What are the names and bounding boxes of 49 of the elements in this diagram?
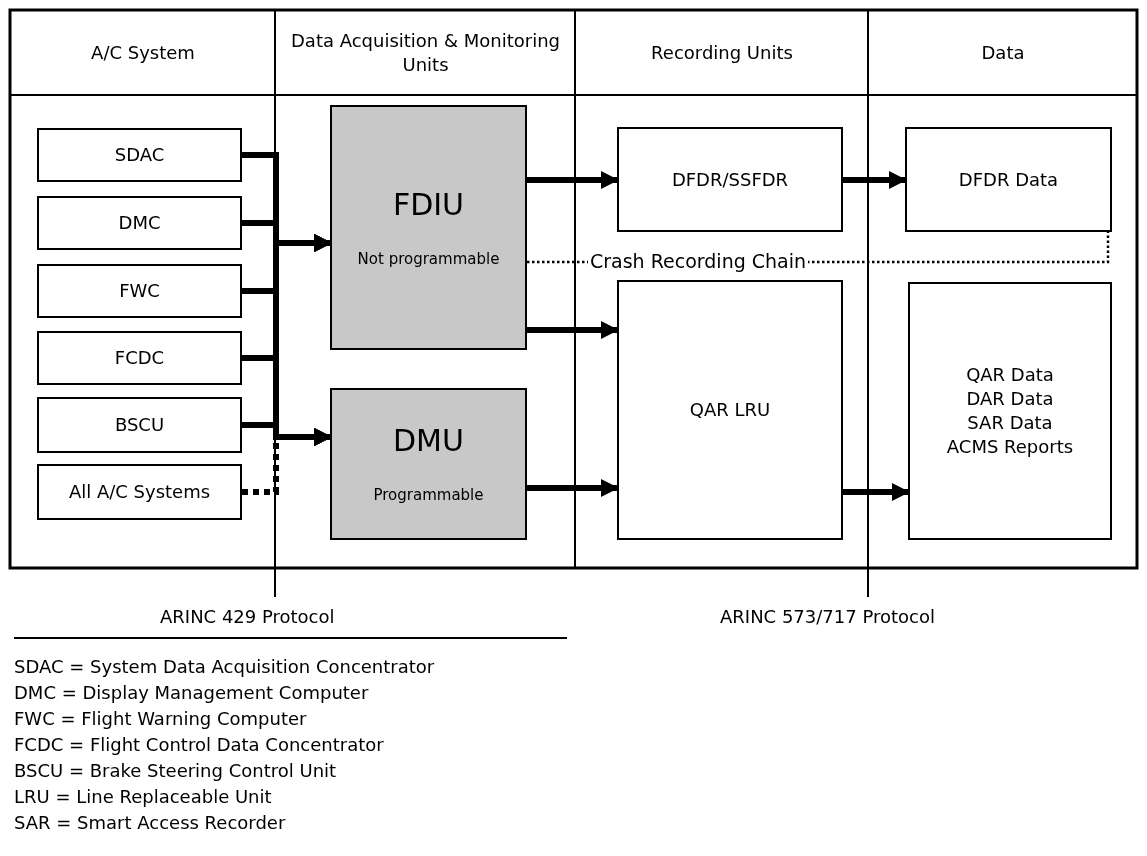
column-title: Data	[981, 41, 1025, 65]
process-box	[37, 264, 242, 318]
box-label: QAR LRU	[689, 398, 771, 422]
box-label: BSCU	[114, 413, 165, 437]
abbreviation-note: BSCU = Brake Steering Control Unit	[14, 760, 337, 782]
process-box	[908, 282, 1112, 540]
box-label: DAR Data	[966, 387, 1054, 411]
abbreviation-note: SAR = Smart Access Recorder	[14, 812, 286, 834]
arrow	[527, 479, 619, 497]
unit-name: FDIU	[392, 185, 465, 224]
unit-box	[330, 105, 527, 350]
arrow	[527, 321, 619, 339]
arrow	[843, 171, 907, 189]
arrow	[242, 428, 332, 495]
box-label: FWC	[119, 279, 160, 303]
box-label: ACMS Reports	[946, 435, 1074, 459]
box-label: SAR Data	[967, 411, 1053, 435]
process-box	[617, 127, 843, 232]
process-box	[37, 196, 242, 250]
column-title: A/C System	[91, 41, 195, 65]
process-box	[37, 331, 242, 385]
column-title: Recording Units	[651, 41, 793, 65]
unit-box	[330, 388, 527, 540]
box-label: SDAC	[114, 143, 165, 167]
box-label: DFDR/SSFDR	[671, 167, 789, 192]
box-label: All A/C Systems	[68, 480, 211, 504]
process-box	[617, 280, 843, 540]
unit-note: Not programmable	[357, 248, 500, 270]
edge-label: Crash Recording Chain	[588, 250, 809, 272]
abbreviation-note: DMC = Display Management Computer	[14, 682, 369, 704]
box-label: QAR Data	[966, 363, 1054, 387]
arrow	[527, 171, 619, 189]
column-title: Data Acquisition & Monitoring Units	[290, 29, 561, 77]
unit-name: DMU	[393, 422, 464, 460]
protocol-label: ARINC 429 Protocol	[160, 606, 335, 628]
unit-note: Programmable	[373, 485, 484, 506]
arrow	[843, 483, 910, 501]
protocol-label: ARINC 573/717 Protocol	[720, 606, 935, 628]
abbreviation-note: SDAC = System Data Acquisition Concentrator	[14, 656, 435, 678]
abbreviation-note: FCDC = Flight Control Data Concentrator	[14, 734, 384, 756]
process-box	[37, 464, 242, 520]
box-label: DFDR Data	[958, 167, 1059, 192]
abbreviation-note: FWC = Flight Warning Computer	[14, 708, 307, 730]
box-label: FCDC	[114, 346, 165, 370]
box-label: DMC	[118, 211, 161, 235]
process-box	[905, 127, 1112, 232]
abbreviation-note: LRU = Line Replaceable Unit	[14, 786, 272, 808]
process-box	[37, 128, 242, 182]
process-box	[37, 397, 242, 453]
